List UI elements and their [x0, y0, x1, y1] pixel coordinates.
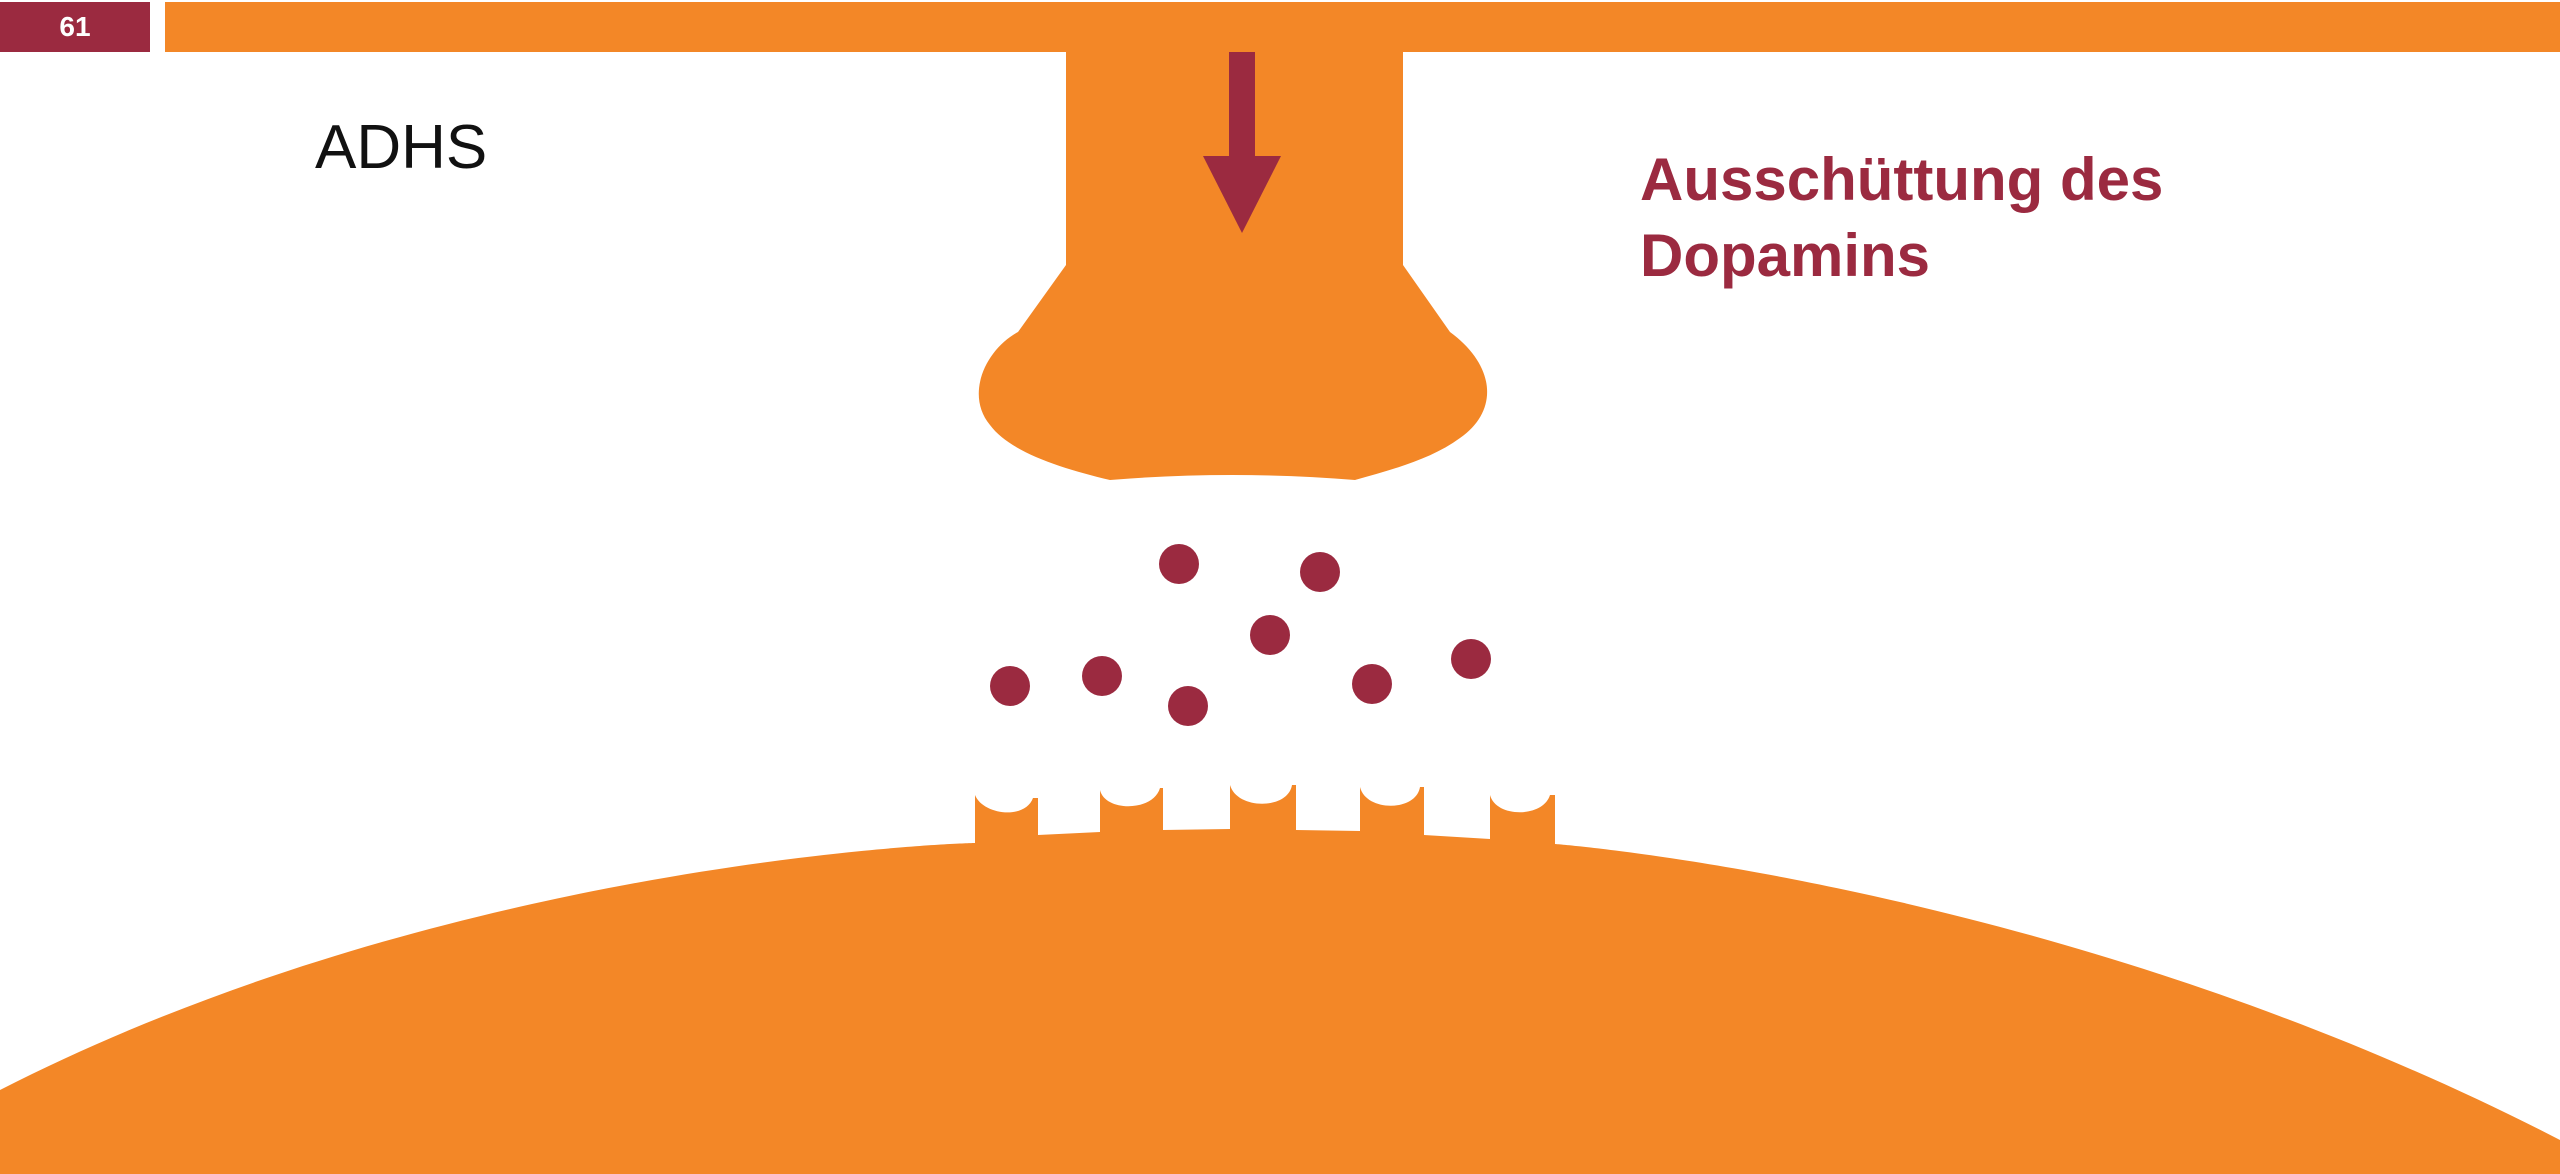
dopamine-molecule — [1352, 664, 1392, 704]
dopamine-molecule — [1159, 544, 1199, 584]
dopamine-molecule — [1300, 552, 1340, 592]
postsynaptic-cell — [0, 785, 2560, 1174]
dopamine-molecule — [990, 666, 1030, 706]
dopamine-molecule — [1168, 686, 1208, 726]
dopamine-molecules — [990, 544, 1491, 726]
dopamine-molecule — [1082, 656, 1122, 696]
dopamine-molecule — [1451, 639, 1491, 679]
dopamine-molecule — [1250, 615, 1290, 655]
